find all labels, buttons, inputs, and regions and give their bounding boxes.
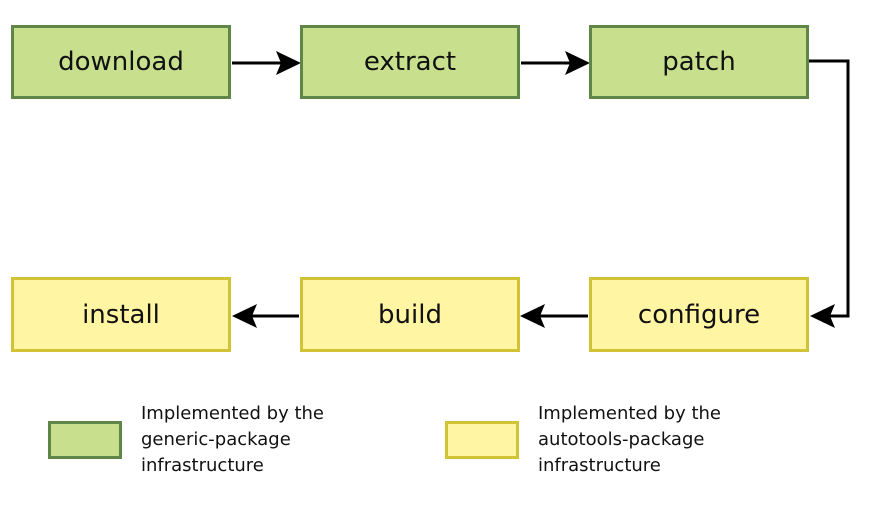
legend-autotools-line2: autotools-package [538,429,705,450]
step-patch-label: patch [662,47,736,77]
legend-swatch-generic [48,421,122,459]
arrowhead-download-to-extract [276,51,301,75]
arrowhead-extract-to-patch [565,51,590,75]
step-configure-label: configure [637,299,761,330]
legend-swatch-autotools [445,421,519,459]
step-install: install [11,277,231,352]
step-patch: patch [589,25,809,99]
legend-generic-line2: generic-package [141,429,291,450]
legend-autotools-line1: Implemented by the [538,403,721,424]
arrowhead-build-to-install [232,304,257,328]
step-configure: configure [589,277,809,352]
step-build-label: build [378,299,442,330]
step-download: download [11,25,231,99]
step-download-label: download [58,47,184,77]
legend-text-autotools: Implemented by the autotools-package inf… [538,401,721,479]
arrowhead-patch-to-configure [810,304,835,328]
step-install-label: install [82,299,160,330]
arrowhead-configure-to-build [520,304,545,328]
legend-text-generic: Implemented by the generic-package infra… [141,401,324,479]
step-build: build [300,277,520,352]
step-extract: extract [300,25,520,99]
legend-autotools-line3: infrastructure [538,455,661,476]
legend-generic-line3: infrastructure [141,455,264,476]
step-extract-label: extract [363,47,457,77]
legend-generic-line1: Implemented by the [141,403,324,424]
arrow-patch-to-configure [809,59,850,318]
